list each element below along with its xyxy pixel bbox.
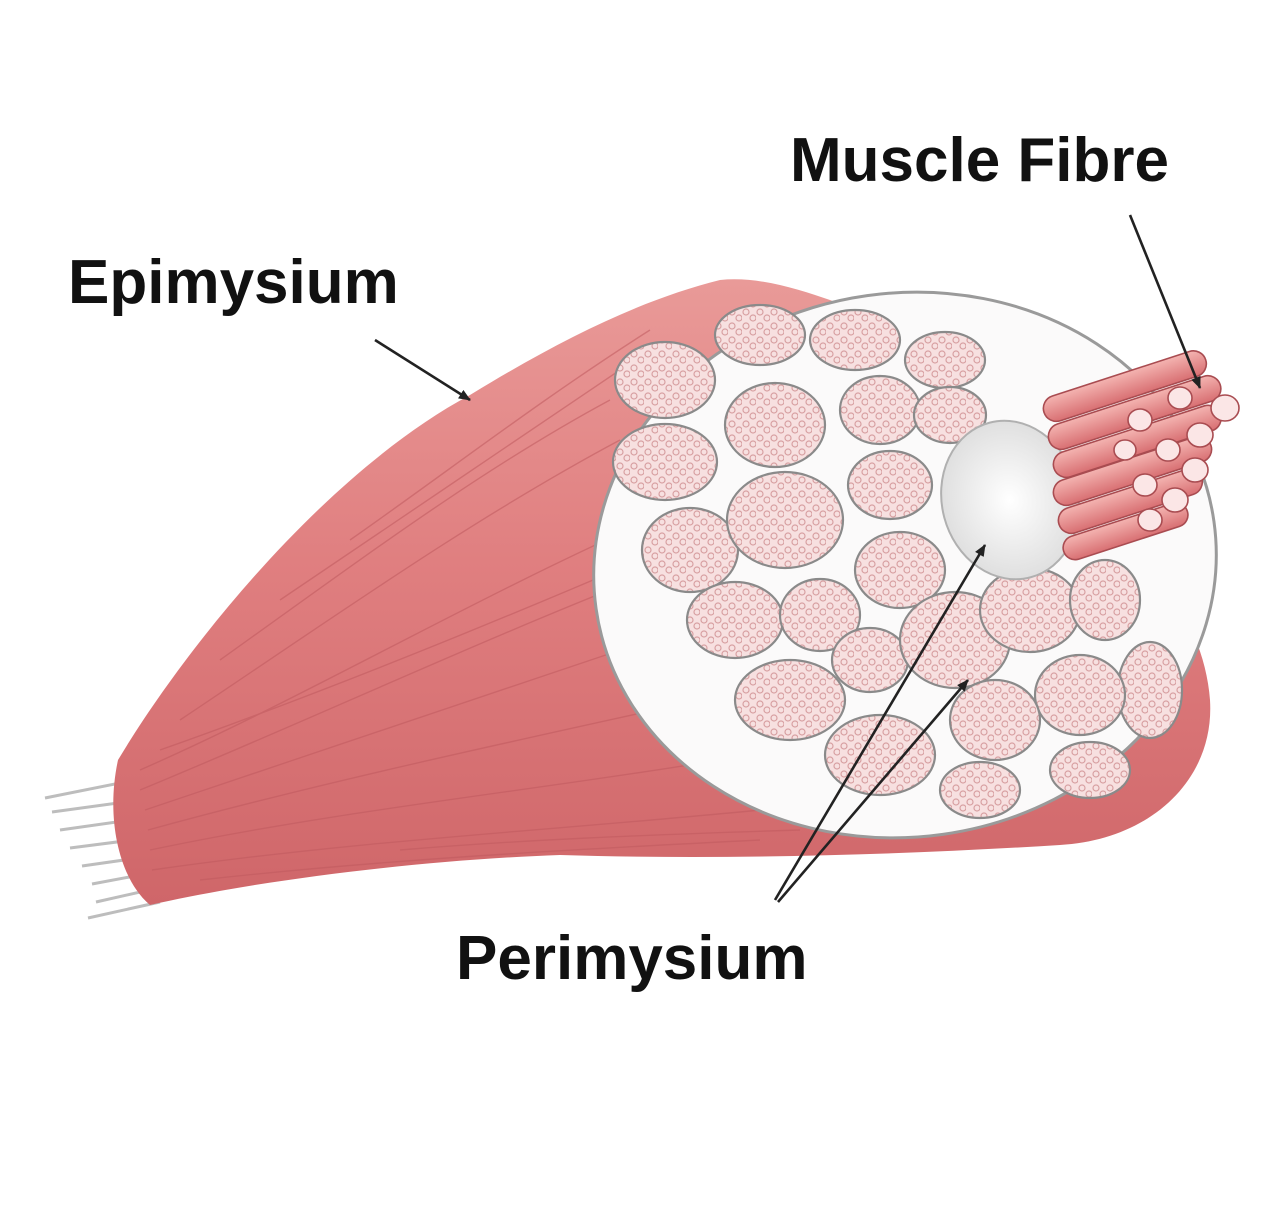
muscle-striations [139,329,801,881]
leader-arrows [374,214,1202,903]
muscle-fibre-arrow [1128,214,1202,389]
perimysium-label: Perimysium [456,924,808,993]
epimysium-label: Epimysium [68,248,399,317]
muscle-fibre-label: Muscle Fibre [790,126,1169,195]
perimysium-arrow-1 [773,544,987,901]
fascicle-group [611,303,1184,820]
fibre-end-caps [1113,386,1240,532]
epimysium-arrow [374,338,471,402]
perimysium-arrow-2 [777,679,969,903]
